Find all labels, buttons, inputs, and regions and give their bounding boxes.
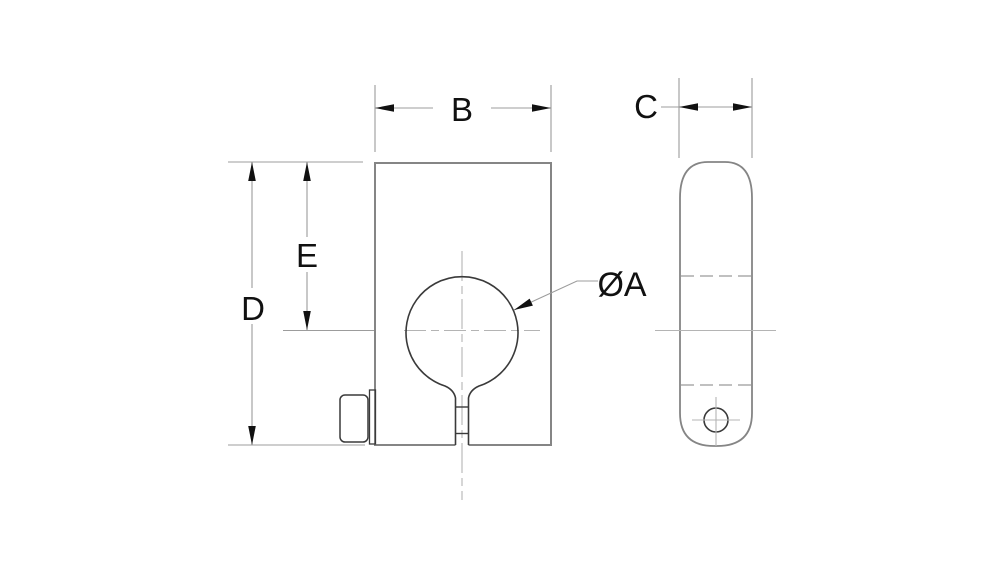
- dimension-b: B: [374, 85, 552, 152]
- dim-d-label: D: [241, 290, 265, 327]
- leader-line: [513, 280, 598, 311]
- front-view: [339, 162, 552, 500]
- dim-d-arrow-up: [248, 162, 256, 181]
- dimension-d: D: [241, 162, 265, 445]
- dim-c-label: C: [634, 88, 658, 125]
- dim-c-arrow-right: [733, 103, 752, 111]
- leader-bore-diameter: ØA: [513, 266, 647, 311]
- dim-b-arrow-left: [375, 104, 394, 112]
- clamp-screw-head: [339, 394, 369, 443]
- dim-e-label: E: [296, 237, 318, 274]
- bore-diameter-label: ØA: [597, 266, 646, 304]
- dim-e-arrow-up: [303, 162, 311, 181]
- clamp-screw-washer: [368, 389, 377, 445]
- bore-circle-and-slit: [405, 275, 519, 445]
- dim-b-label: B: [451, 91, 473, 128]
- dim-d-arrow-down: [248, 426, 256, 445]
- side-view-outline: [679, 161, 753, 447]
- dim-b-arrow-right: [532, 104, 551, 112]
- dimension-c: C: [634, 78, 753, 158]
- dim-c-arrow-left: [679, 103, 698, 111]
- left-extension-lines: [228, 161, 374, 446]
- front-view-body-outline: [374, 162, 552, 446]
- dimension-e: E: [296, 162, 318, 330]
- dim-e-arrow-down: [303, 311, 311, 330]
- leader-arrowhead: [514, 298, 533, 310]
- side-view: [655, 161, 776, 447]
